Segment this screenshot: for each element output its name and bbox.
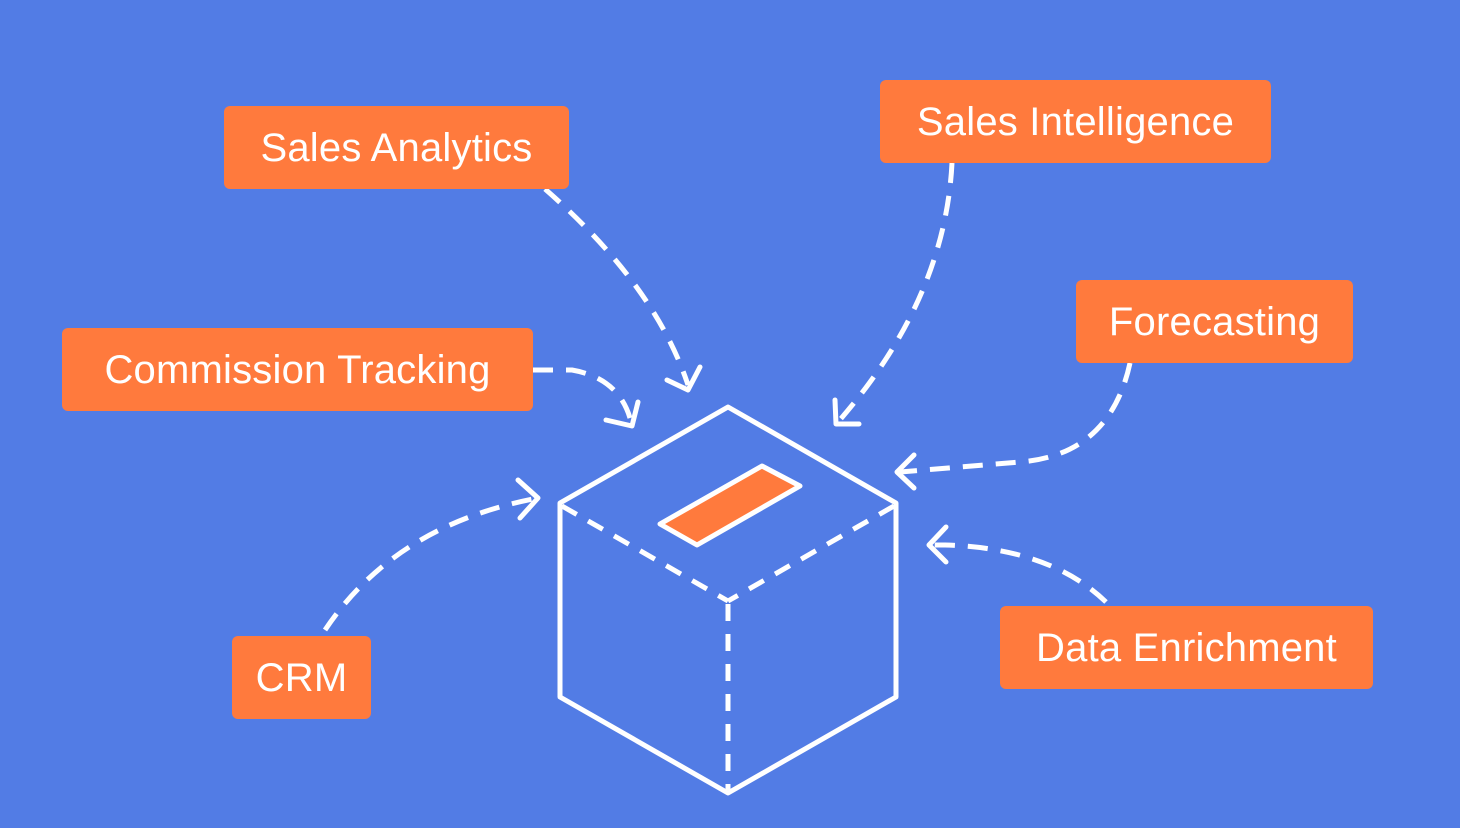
label-text: Sales Analytics	[260, 125, 533, 170]
cube-hidden-edge-right	[726, 503, 896, 604]
connector-line	[899, 362, 1133, 475]
ballot-box-icon	[557, 404, 899, 796]
connector-line	[543, 187, 691, 386]
arrowhead-icon	[926, 524, 949, 565]
label-text: CRM	[255, 655, 348, 700]
arrow-sales-analytics	[543, 187, 703, 393]
arrow-data-enrichment	[926, 524, 1108, 604]
arrow-forecasting	[894, 362, 1133, 491]
arrowhead-icon	[894, 452, 917, 491]
label-text: Data Enrichment	[1036, 625, 1337, 670]
arrow-crm	[322, 477, 541, 632]
ballot-slot	[657, 463, 803, 548]
arrow-commission-tracking	[533, 367, 641, 429]
label-sales-intelligence: Sales Intelligence	[880, 80, 1271, 163]
arrowhead-icon	[515, 477, 541, 521]
label-text: Forecasting	[1108, 299, 1321, 344]
arrowhead-icon	[832, 397, 862, 427]
label-crm: CRM	[232, 636, 371, 719]
label-text: Commission Tracking	[104, 347, 491, 392]
connector-line	[322, 495, 539, 632]
connector-line	[930, 542, 1108, 604]
cube-outline	[557, 404, 899, 796]
label-commission-tracking: Commission Tracking	[62, 328, 533, 411]
label-forecasting: Forecasting	[1076, 280, 1353, 363]
arrowhead-icon	[664, 364, 703, 393]
connector-line	[533, 367, 633, 419]
arrow-sales-intelligence	[832, 162, 955, 427]
arrowhead-icon	[603, 399, 641, 429]
label-sales-analytics: Sales Analytics	[224, 106, 569, 189]
label-text: Sales Intelligence	[916, 99, 1235, 144]
connector-line	[836, 162, 955, 424]
label-data-enrichment: Data Enrichment	[1000, 606, 1373, 689]
cube-hidden-edge-left	[560, 503, 730, 604]
